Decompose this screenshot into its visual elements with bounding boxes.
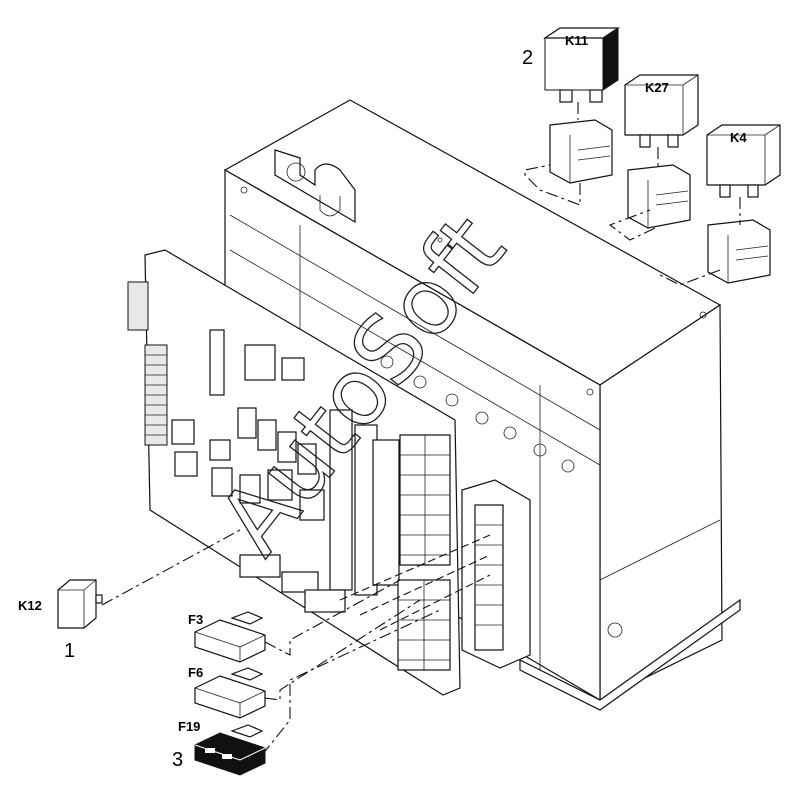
label-k27: K27	[645, 80, 669, 95]
circuit-board	[127, 249, 461, 696]
relay-k27	[624, 74, 699, 148]
callout-1: 1	[64, 640, 75, 662]
relay-k12	[57, 579, 103, 629]
leader-lines	[101, 102, 741, 756]
fuse-f19	[194, 724, 266, 776]
panel-studs	[380, 355, 575, 473]
board-relays	[171, 407, 400, 596]
relay-k4	[706, 124, 781, 198]
relay-socket-k4	[707, 219, 771, 284]
label-f19: F19	[178, 719, 200, 734]
relay-k11	[543, 27, 620, 103]
callout-2: 2	[522, 47, 533, 69]
fuse-f6	[194, 667, 266, 719]
relay-socket-k27	[627, 164, 691, 229]
relay-socket-k11	[549, 119, 613, 184]
fuse-f3	[194, 611, 266, 663]
label-k11: K11	[565, 33, 588, 48]
callout-3: 3	[172, 749, 183, 771]
label-k4: K4	[730, 130, 747, 145]
label-f6: F6	[188, 665, 203, 680]
label-f3: F3	[188, 612, 203, 627]
label-k12: K12	[18, 598, 42, 613]
side-connector	[461, 479, 531, 669]
terminal-blocks	[397, 434, 451, 671]
